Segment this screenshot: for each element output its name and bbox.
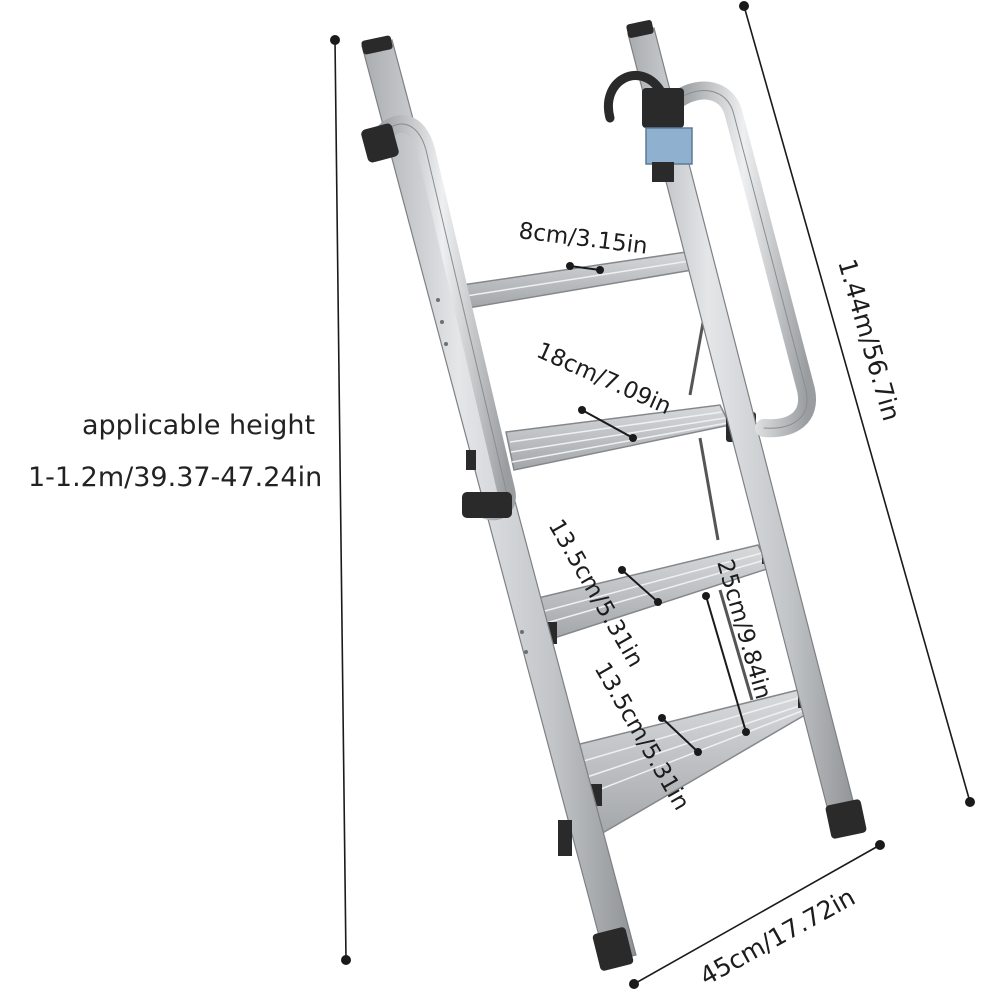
ladder — [361, 20, 867, 971]
left-handrail — [361, 115, 516, 521]
left-foot-cap — [592, 927, 634, 971]
applicable-height-dimension — [330, 35, 351, 965]
applicable-height-title: applicable height — [82, 410, 316, 441]
step-spacing-label: 25cm/9.84in — [711, 556, 776, 702]
step-4 — [575, 689, 812, 840]
applicable-height-value: 1-1.2m/39.37-47.24in — [28, 462, 323, 493]
overall-length-label: 1.44m/56.7in — [832, 256, 906, 424]
right-foot-cap — [825, 799, 867, 839]
bottom-width-dimension: 45cm/17.72in — [629, 840, 885, 991]
hook-bracket — [603, 71, 693, 182]
top-step-depth-label: 8cm/3.15in — [517, 218, 649, 260]
second-step-depth-label: 18cm/7.09in — [533, 338, 675, 420]
right-rail — [626, 20, 867, 839]
step-1 — [461, 246, 711, 309]
bottom-width-label: 45cm/17.72in — [695, 882, 860, 991]
right-handrail — [671, 81, 817, 438]
